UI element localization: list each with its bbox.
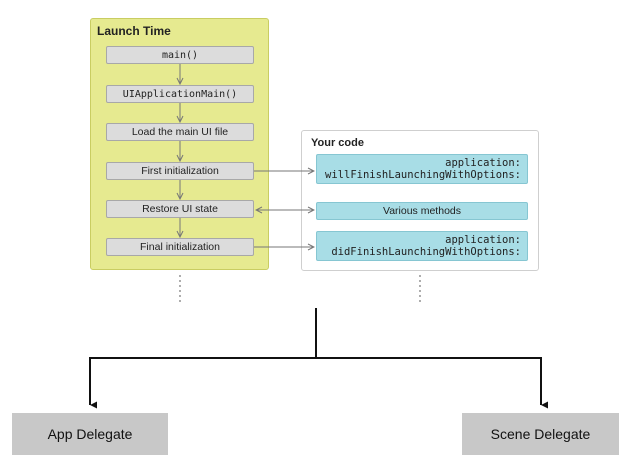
code-call-arrows: [254, 171, 314, 247]
app-delegate-label: App Delegate: [47, 426, 133, 442]
step-uiapplicationmain: UIApplicationMain(): [106, 85, 254, 103]
app-delegate-box: App Delegate: [12, 413, 168, 455]
various-methods-label: Various methods: [382, 205, 461, 217]
various-methods-box: Various methods: [316, 202, 528, 220]
scene-delegate-box: Scene Delegate: [462, 413, 619, 455]
step-restore-ui-state: Restore UI state: [106, 200, 254, 218]
your-code-panel: Your code application: willFinishLaunchi…: [301, 130, 539, 271]
did-finish-launching-box: application: didFinishLaunchingWithOptio…: [316, 231, 528, 261]
continuation-dots: [179, 275, 421, 305]
step-first-initialization: First initialization: [106, 162, 254, 180]
your-code-title: Your code: [311, 137, 364, 149]
scene-delegate-label: Scene Delegate: [490, 426, 591, 442]
step-final-initialization: Final initialization: [106, 238, 254, 256]
will-finish-line1: application:: [445, 157, 521, 169]
step-main: main(): [106, 46, 254, 64]
step-load-main-ui-file: Load the main UI file: [106, 123, 254, 141]
delegate-split-lines: [89, 308, 548, 409]
did-finish-line2: didFinishLaunchingWithOptions:: [331, 246, 521, 258]
will-finish-launching-box: application: willFinishLaunchingWithOpti…: [316, 154, 528, 184]
will-finish-line2: willFinishLaunchingWithOptions:: [325, 169, 521, 181]
launch-time-title: Launch Time: [97, 24, 171, 38]
did-finish-line1: application:: [445, 234, 521, 246]
